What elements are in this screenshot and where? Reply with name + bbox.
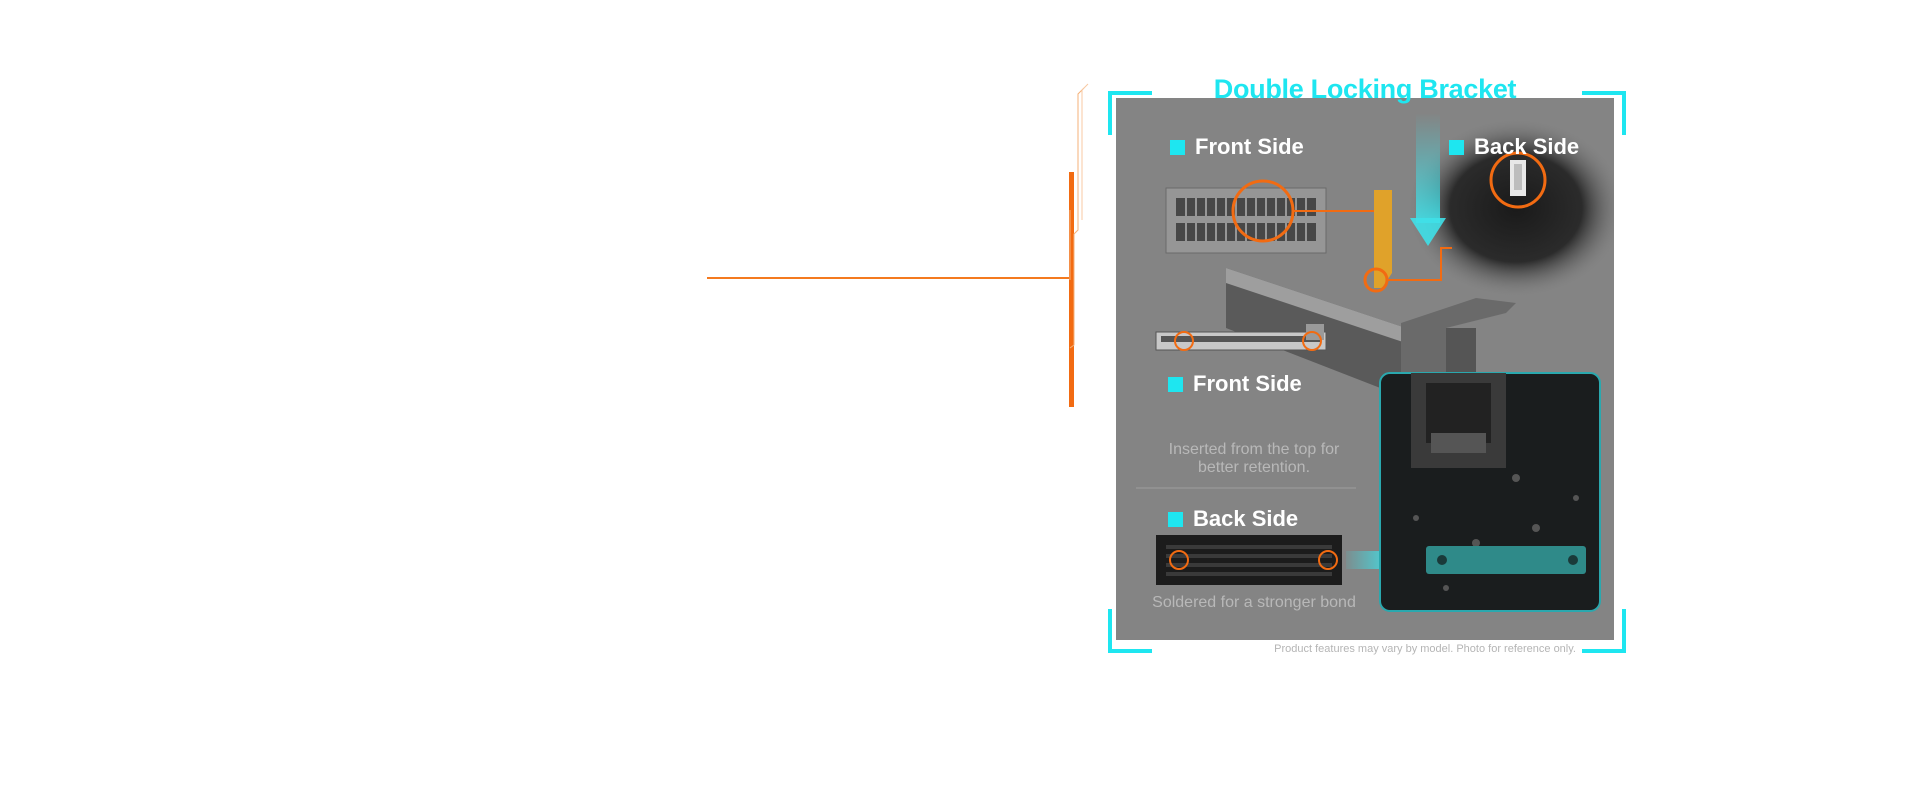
corner-bracket-top-right <box>1582 91 1626 135</box>
connector-line <box>707 277 1073 279</box>
cyan-square-icon <box>1168 376 1183 392</box>
highlight-circle-back <box>1489 151 1547 209</box>
heading-top-back: Back Side <box>1449 134 1579 160</box>
disclaimer: Product features may vary by model. Phot… <box>1274 643 1576 655</box>
heading-bottom-back: Back Side <box>1168 506 1298 532</box>
decorative-outline <box>1069 83 1089 349</box>
caption-bottom-back: Soldered for a stronger bond <box>1152 594 1356 611</box>
slot-back-thumbnail <box>1156 535 1342 585</box>
slot-front-thumbnail <box>1155 324 1327 351</box>
heading-mid-front-label: Front Side <box>1193 371 1302 396</box>
cyan-square-icon <box>1168 511 1183 527</box>
corner-bracket-top-left <box>1108 91 1152 135</box>
caption-mid-front: Inserted from the top for better retenti… <box>1150 441 1358 477</box>
insert-arrow <box>1416 113 1440 223</box>
connector-bar <box>1069 172 1074 407</box>
yellow-latch <box>1374 190 1392 288</box>
heading-top-back-label: Back Side <box>1474 134 1580 159</box>
corner-bracket-bottom-left <box>1108 609 1152 653</box>
bracket-illustration <box>1136 113 1614 612</box>
heading-mid-front: Front Side <box>1168 371 1302 397</box>
product-panel <box>1116 98 1614 640</box>
cyan-square-icon <box>1170 139 1185 155</box>
corner-bracket-bottom-right <box>1582 609 1626 653</box>
heading-bottom-back-label: Back Side <box>1193 506 1299 531</box>
back-side-shadow <box>1406 118 1614 298</box>
heading-top-front: Front Side <box>1170 134 1304 160</box>
cyan-square-icon <box>1449 139 1464 155</box>
pcie-slot-front <box>1165 187 1327 254</box>
caption-mid-front-line2: better retention. <box>1197 459 1311 476</box>
page-title: Double Locking Bracket <box>1213 74 1517 104</box>
caption-mid-front-line1: Inserted from the top for <box>1168 441 1340 458</box>
heading-top-front-label: Front Side <box>1195 134 1304 159</box>
motherboard-photo <box>1379 372 1601 612</box>
